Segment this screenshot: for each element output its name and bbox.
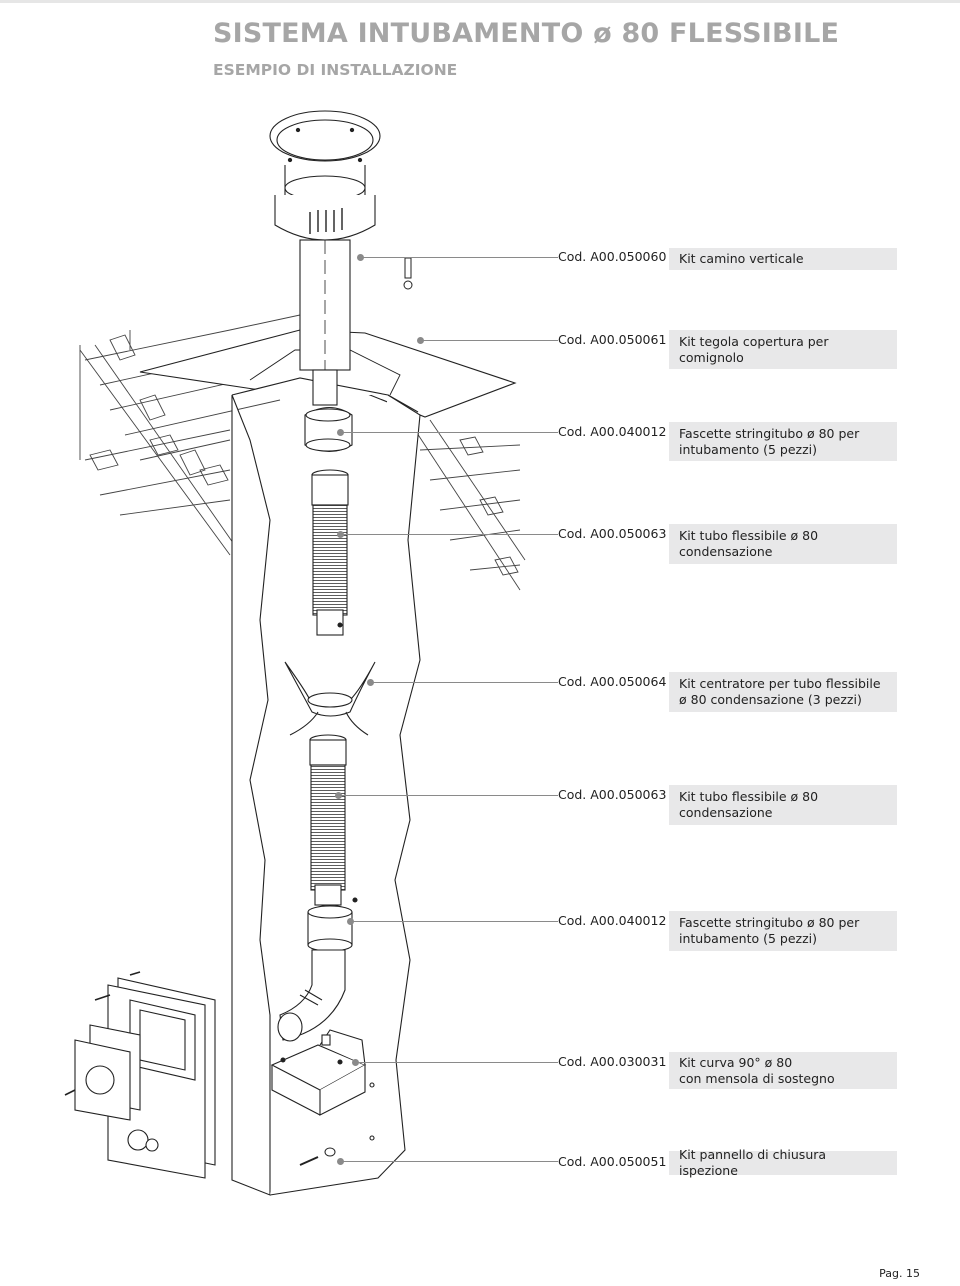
part-description-text: Fascette stringitubo ø 80 per intubament… [679, 425, 860, 457]
part-code: Cod. A00.050061 [558, 332, 667, 347]
part-code: Cod. A00.040012 [558, 913, 667, 928]
leader-line [370, 682, 558, 683]
leader-line [340, 1161, 558, 1162]
leader-line [340, 432, 558, 433]
support-bracket [270, 1029, 367, 1116]
part-code: Cod. A00.050060 [558, 249, 667, 264]
leader-line [338, 795, 558, 796]
elbow-90 [277, 949, 346, 1042]
part-description: Kit camino verticale [669, 248, 897, 270]
leader-dot [337, 531, 344, 538]
part-code: Cod. A00.040012 [558, 424, 667, 439]
part-description-text: Kit curva 90° ø 80 con mensola di sosteg… [679, 1054, 835, 1086]
leader-line [360, 257, 558, 258]
leader-line [420, 340, 558, 341]
part-description: Fascette stringitubo ø 80 per intubament… [669, 422, 897, 461]
part-description-text: Kit tubo flessibile ø 80 condensazione [679, 789, 819, 820]
part-description: Kit curva 90° ø 80 con mensola di sosteg… [669, 1052, 897, 1089]
leader-dot [357, 254, 364, 261]
top-rule [0, 0, 960, 3]
leader-dot [367, 679, 374, 686]
part-code: Cod. A00.030031 [558, 1054, 667, 1069]
part-description-text: Kit tubo flessibile ø 80 condensazione [679, 528, 819, 559]
part-description-text: Kit camino verticale [679, 251, 804, 266]
leader-dot [335, 792, 342, 799]
leader-dot [337, 429, 344, 436]
part-description: Kit tubo flessibile ø 80 condensazione [669, 785, 897, 825]
leader-dot [417, 337, 424, 344]
part-code: Cod. A00.050063 [558, 526, 667, 541]
leader-dot [347, 918, 354, 925]
part-description-text: Fascette stringitubo ø 80 per intubament… [679, 915, 860, 946]
page-title: SISTEMA INTUBAMENTO ø 80 FLESSIBILE [213, 18, 840, 49]
part-description: Kit tegola copertura per comignolo [669, 330, 897, 369]
page-subtitle: ESEMPIO DI INSTALLAZIONE [213, 61, 458, 79]
page-number: Pag. 15 [879, 1267, 920, 1280]
bottom-screw [299, 1147, 336, 1166]
centering-spider [284, 661, 376, 736]
part-code: Cod. A00.050064 [558, 674, 667, 689]
upper-clamp [304, 369, 353, 453]
part-description: Fascette stringitubo ø 80 per intubament… [669, 911, 897, 951]
leader-line [340, 534, 558, 535]
part-description-text: Kit tegola copertura per comignolo [679, 333, 829, 365]
part-code: Cod. A00.050051 [558, 1154, 667, 1169]
leader-dot [352, 1059, 359, 1066]
leader-line [355, 1062, 558, 1063]
lower-flex-tube [309, 734, 347, 906]
part-description-text: Kit pannello di chiusura ispezione [679, 1147, 827, 1178]
roof-tiles [79, 314, 526, 591]
part-description: Kit pannello di chiusura ispezione [669, 1147, 897, 1178]
leader-dot [337, 1158, 344, 1165]
upper-flex-tube [311, 469, 349, 636]
part-code: Cod. A00.050063 [558, 787, 667, 802]
inspection-panel [64, 971, 216, 1179]
part-description: Kit centratore per tubo flessibile ø 80 … [669, 672, 897, 712]
part-description: Kit tubo flessibile ø 80 condensazione [669, 524, 897, 564]
lower-clamp [307, 904, 353, 953]
leader-line [350, 921, 558, 922]
chimney-kit [269, 110, 381, 371]
screw [403, 257, 413, 290]
part-description-text: Kit centratore per tubo flessibile ø 80 … [679, 676, 881, 707]
